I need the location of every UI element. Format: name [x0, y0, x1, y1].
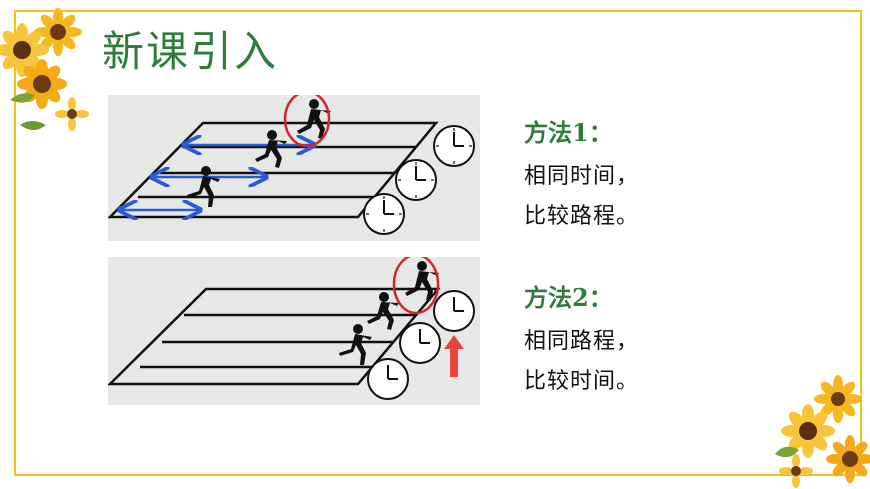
method-1-line-2: 比较路程。: [524, 204, 640, 229]
slide-border: [14, 10, 862, 476]
method-2-line-1: 相同路程，: [524, 329, 640, 354]
distance-arrows: [120, 145, 314, 210]
highlight-circle: [283, 95, 331, 148]
runner-icon: [405, 261, 439, 301]
page-title: 新课引入: [102, 27, 279, 76]
runner-icon: [367, 292, 399, 330]
illustration-same-distance: [108, 257, 480, 405]
highlight-circle: [392, 257, 440, 315]
method-2-heading: 方法2：: [524, 283, 613, 312]
method-2-text: 方法2： 相同路程， 比较时间。: [524, 278, 639, 403]
method-1-line-1: 相同时间，: [524, 164, 640, 189]
sunflower-decoration-top-left: [0, 8, 89, 131]
sunflower-decoration-bottom-right: [775, 375, 870, 488]
runner-icon: [187, 166, 220, 207]
runner-icon: [339, 324, 372, 365]
method-1-text: 方法1： 相同时间， 比较路程。: [524, 113, 639, 238]
method-2-line-2: 比较时间。: [524, 369, 640, 394]
up-arrow-icon: [444, 335, 464, 377]
illustration-same-time: [108, 95, 480, 241]
method-1-heading: 方法1：: [524, 118, 613, 147]
runner-icon: [255, 130, 287, 168]
runner-icon: [297, 99, 331, 139]
